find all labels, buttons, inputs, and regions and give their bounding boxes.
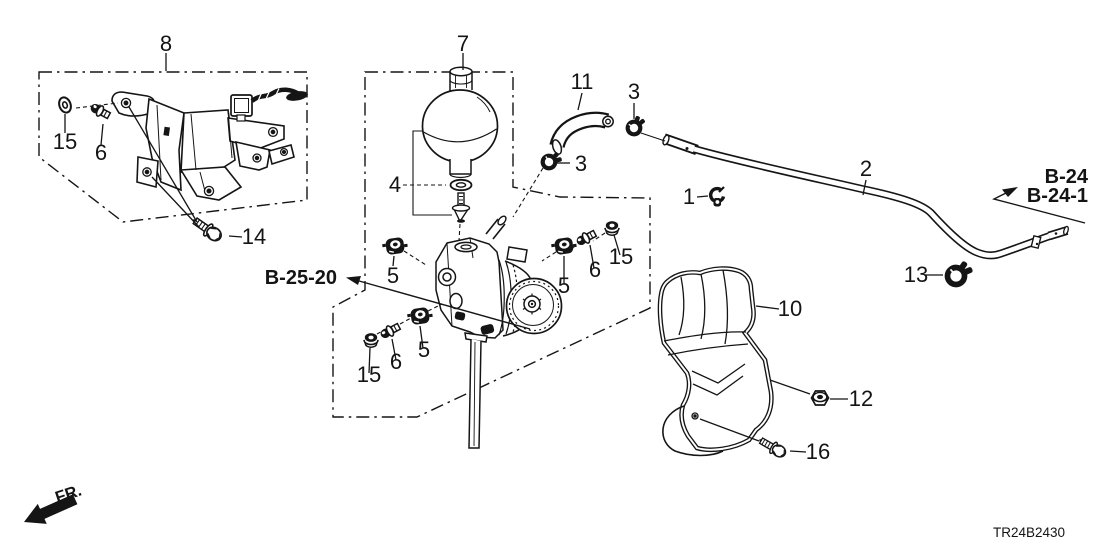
callout-4-bracket-line: [412, 130, 452, 216]
pipe-drawing: [662, 133, 1069, 260]
callout-14[interactable]: 14: [242, 224, 266, 249]
leader-lines: [64, 53, 943, 453]
b25-20-reference-arrow: [346, 276, 531, 330]
nut-15-right: [604, 220, 620, 236]
grommet-5-bottom: [405, 304, 435, 328]
callout-6-a[interactable]: 6: [95, 140, 107, 165]
accumulator-drawing: [421, 66, 499, 179]
callout-4[interactable]: 4: [389, 172, 401, 197]
callout-5-b[interactable]: 5: [558, 273, 570, 298]
cover-drawing: [657, 266, 774, 457]
callout-15-c[interactable]: 15: [357, 362, 381, 387]
b24-reference-arrow: [992, 187, 1086, 224]
bolt-6-top: [87, 100, 113, 122]
callout-6-c[interactable]: 6: [390, 349, 402, 374]
diagram-code: TR24B2430: [993, 525, 1065, 540]
clamp-13: [947, 259, 974, 286]
callout-15-b[interactable]: 15: [609, 244, 633, 269]
callout-5-c[interactable]: 5: [418, 337, 430, 362]
fr-direction-arrow: FR.: [24, 482, 84, 524]
nut-15-bottom: [363, 332, 379, 348]
grommet-5-left: [380, 234, 410, 258]
valve-drawing: [451, 192, 471, 223]
ref-b24[interactable]: B-24: [1045, 166, 1089, 188]
callout-12[interactable]: 12: [849, 386, 873, 411]
callout-3-b[interactable]: 3: [575, 151, 587, 176]
callout-16[interactable]: 16: [806, 439, 830, 464]
callout-13[interactable]: 13: [904, 262, 928, 287]
callout-8[interactable]: 8: [160, 31, 172, 56]
boundary-box-pump: [332, 71, 651, 418]
bolt-6-bottom: [377, 320, 403, 342]
clamp-3-upper: [626, 114, 648, 135]
washer-15-top: [56, 94, 74, 116]
callout-3-a[interactable]: 3: [628, 79, 640, 104]
callout-11[interactable]: 11: [571, 69, 594, 94]
hose-drawing: [549, 111, 614, 155]
bolt-6-right: [573, 227, 599, 249]
ref-b24-1[interactable]: B-24-1: [1027, 185, 1088, 207]
callout-7[interactable]: 7: [457, 31, 469, 56]
callout-15-a[interactable]: 15: [53, 129, 77, 154]
fr-label: FR.: [53, 482, 84, 507]
clip-1: [708, 185, 726, 209]
oring-4-drawing: [449, 178, 473, 192]
callout-6-b[interactable]: 6: [589, 257, 601, 282]
callout-5-a[interactable]: 5: [387, 263, 399, 288]
pump-drawing: [435, 215, 563, 449]
bolt-16: [755, 433, 789, 461]
callout-1[interactable]: 1: [683, 184, 695, 209]
nut-12: [810, 390, 830, 406]
ref-b25-20[interactable]: B-25-20: [265, 267, 337, 289]
harness-drawing: [250, 87, 308, 103]
boundary-box-bracket: [38, 71, 308, 223]
callout-10[interactable]: 10: [778, 296, 802, 321]
callout-2[interactable]: 2: [860, 156, 872, 181]
stitch-leader-lines: [75, 102, 606, 335]
bracket-drawing: [111, 91, 295, 201]
